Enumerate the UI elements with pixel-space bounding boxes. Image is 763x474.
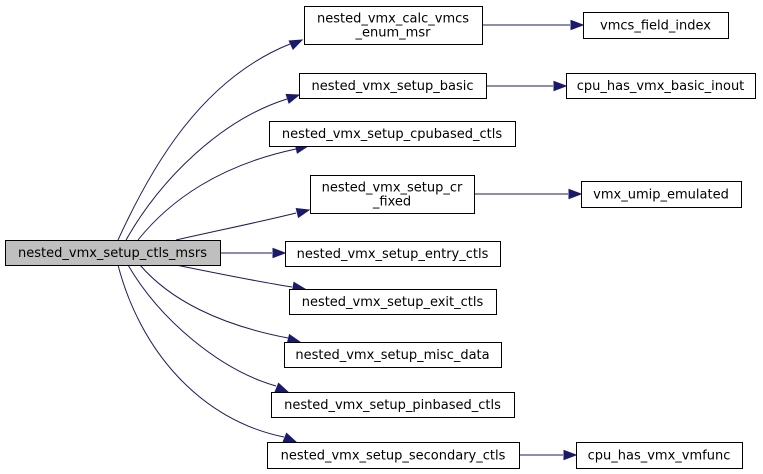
edge-line: [117, 264, 285, 438]
node-label: nested_vmx_setup_cr: [322, 181, 463, 196]
node-misc[interactable]: nested_vmx_setup_misc_data: [284, 342, 502, 368]
edge-line: [175, 264, 293, 288]
node-cr_fixed[interactable]: nested_vmx_setup_cr_fixed: [310, 175, 475, 214]
node-cpubased[interactable]: nested_vmx_setup_cpubased_ctls: [269, 121, 516, 147]
node-label: nested_vmx_setup_pinbased_ctls: [284, 398, 501, 413]
node-label: nested_vmx_setup_entry_ctls: [297, 247, 489, 262]
arrowhead-icon: [295, 207, 311, 219]
arrowhead-icon: [553, 80, 568, 92]
node-box: [566, 73, 756, 99]
edge-cr_fixed-to-umip: [474, 188, 583, 200]
edge-line: [117, 43, 291, 241]
node-basic_inout[interactable]: cpu_has_vmx_basic_inout: [566, 73, 756, 99]
arrowhead-icon: [563, 449, 578, 461]
call-graph-nodes: nested_vmx_setup_ctls_msrs nested_vmx_cal…: [5, 6, 756, 469]
edge-root-to-basic: [125, 93, 301, 241]
edge-line: [125, 98, 288, 241]
node-root[interactable]: nested_vmx_setup_ctls_msrs: [5, 240, 221, 266]
node-box: [271, 392, 515, 418]
node-label: cpu_has_vmx_vmfunc: [588, 449, 731, 464]
edge-root-to-calc: [117, 39, 304, 241]
arrowhead-icon: [282, 432, 298, 443]
node-label: cpu_has_vmx_basic_inout: [577, 79, 745, 94]
edge-root-to-entry: [220, 247, 287, 259]
node-label: _fixed: [372, 195, 411, 210]
edge-line: [127, 264, 277, 387]
edge-root-to-exit: [175, 264, 307, 292]
node-box: [299, 73, 487, 99]
node-basic[interactable]: nested_vmx_setup_basic: [299, 73, 487, 99]
node-pinbased[interactable]: nested_vmx_setup_pinbased_ctls: [271, 392, 515, 418]
arrowhead-icon: [274, 382, 290, 393]
edge-secondary-to-vmfunc: [519, 449, 578, 461]
node-vmfunc[interactable]: cpu_has_vmx_vmfunc: [576, 442, 743, 469]
edge-root-to-cpubased: [137, 143, 310, 241]
node-box: [310, 175, 475, 214]
node-label: _enum_msr: [355, 26, 432, 41]
edge-root-to-cr_fixed: [175, 207, 311, 241]
node-entry[interactable]: nested_vmx_setup_entry_ctls: [285, 241, 501, 267]
edge-root-to-secondary: [117, 264, 298, 443]
node-box: [267, 442, 520, 469]
node-calc[interactable]: nested_vmx_calc_vmcs_enum_msr: [304, 6, 483, 45]
node-box: [285, 241, 501, 267]
node-label: nested_vmx_setup_misc_data: [295, 348, 489, 363]
node-box: [583, 12, 729, 39]
arrowhead-icon: [570, 19, 585, 31]
node-box: [5, 240, 221, 266]
node-exit[interactable]: nested_vmx_setup_exit_ctls: [289, 289, 497, 315]
node-secondary[interactable]: nested_vmx_setup_secondary_ctls: [267, 442, 520, 469]
edge-calc-to-vmcs_index: [482, 19, 585, 31]
edge-root-to-misc: [139, 264, 302, 345]
node-label: nested_vmx_setup_exit_ctls: [302, 295, 484, 310]
node-label: vmcs_field_index: [600, 19, 711, 34]
node-box: [289, 289, 497, 315]
edge-line: [137, 148, 297, 241]
node-umip[interactable]: vmx_umip_emulated: [581, 181, 742, 208]
edge-root-to-pinbased: [127, 264, 290, 393]
node-label: nested_vmx_setup_ctls_msrs: [18, 246, 207, 261]
edge-line: [139, 264, 289, 339]
node-box: [581, 181, 742, 208]
node-label: nested_vmx_setup_basic: [311, 79, 473, 94]
arrowhead-icon: [568, 188, 583, 200]
node-label: nested_vmx_setup_cpubased_ctls: [282, 127, 503, 142]
node-label: nested_vmx_calc_vmcs: [317, 12, 469, 27]
node-box: [576, 442, 743, 469]
node-box: [269, 121, 516, 147]
edge-line: [175, 212, 297, 241]
node-vmcs_index[interactable]: vmcs_field_index: [583, 12, 729, 39]
arrowhead-icon: [288, 39, 304, 51]
node-box: [284, 342, 502, 368]
node-box: [304, 6, 483, 45]
arrowhead-icon: [272, 247, 287, 259]
node-label: vmx_umip_emulated: [593, 188, 729, 203]
edge-basic-to-basic_inout: [486, 80, 568, 92]
node-label: nested_vmx_setup_secondary_ctls: [281, 449, 506, 464]
arrowhead-icon: [285, 93, 301, 104]
